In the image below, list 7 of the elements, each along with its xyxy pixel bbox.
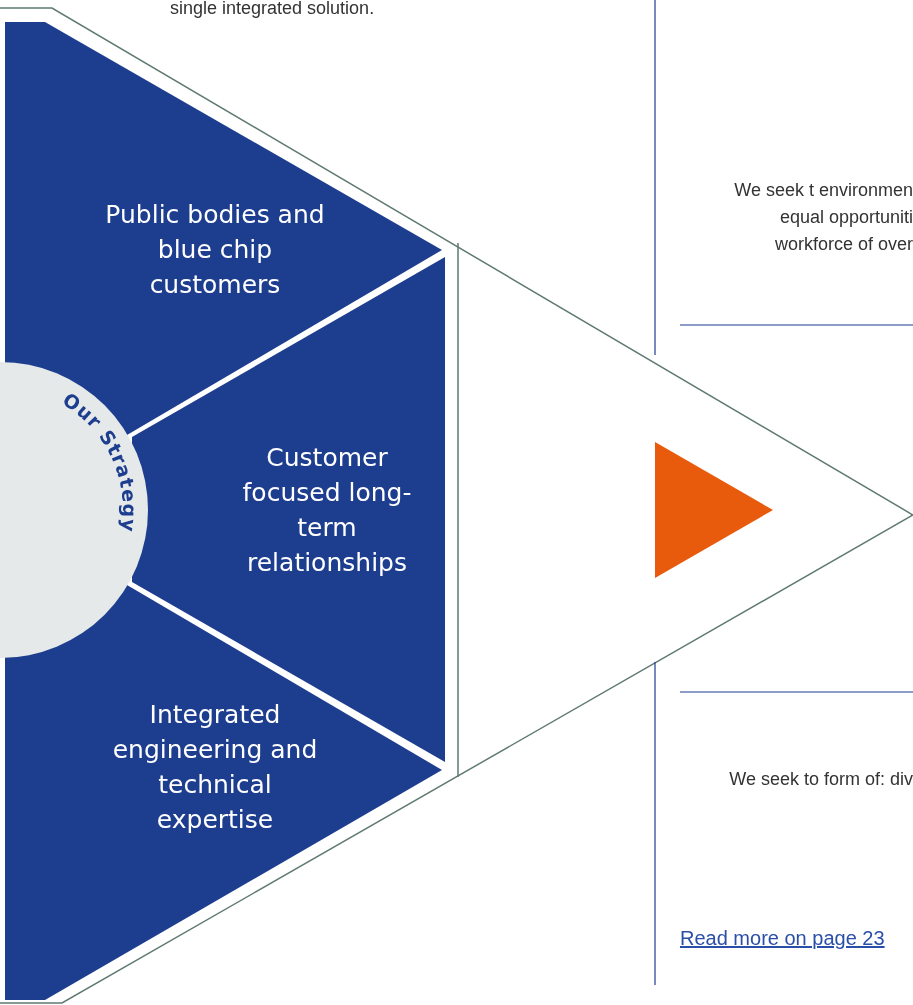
segment-label: Integrated engineering and technical expertise (111, 699, 319, 836)
segment-label: Customer focused long-term relationships (241, 442, 413, 579)
segment-label: Public bodies and blue chip customers (105, 199, 325, 301)
body-text: We seek t environmen equal opportuniti workforce of over (733, 179, 913, 256)
body-text: We seek to form of: div (728, 768, 913, 791)
page-link: Read more on page 23 (680, 927, 885, 949)
body-text: single integrated solution. (170, 0, 376, 20)
